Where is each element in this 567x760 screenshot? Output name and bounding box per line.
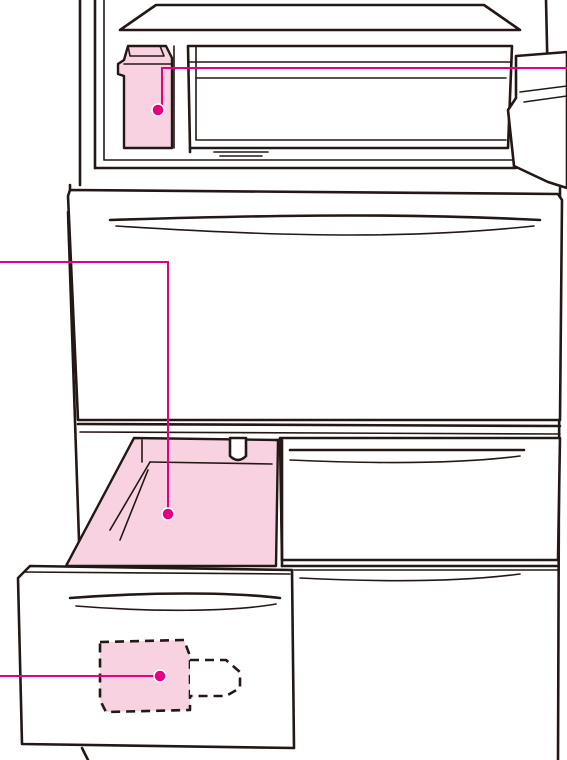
top-shelf — [120, 5, 520, 30]
door-pocket — [508, 52, 567, 188]
middle-drawer — [280, 438, 560, 566]
callout-dot-icon — [162, 508, 174, 520]
callout-dot-icon — [152, 104, 164, 116]
water-tank — [118, 46, 172, 148]
ice-storage-box — [174, 46, 512, 156]
top-compartment — [80, 0, 567, 188]
callout-dot-icon — [154, 670, 166, 682]
upper-drawer — [68, 190, 562, 434]
